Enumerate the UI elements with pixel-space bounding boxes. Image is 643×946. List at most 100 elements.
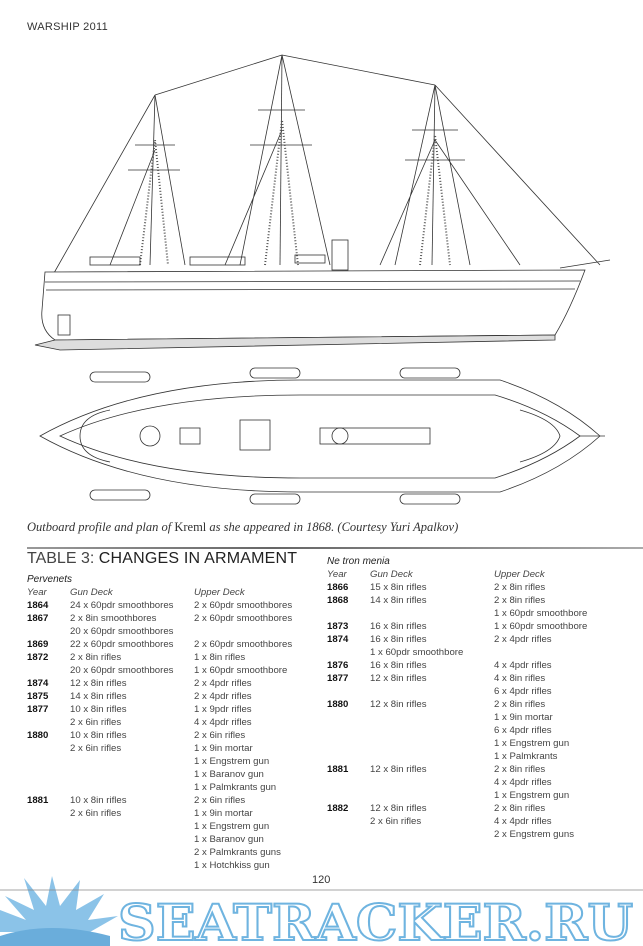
column-header: Upper Deck <box>494 569 545 580</box>
upper-deck-cell: 1 x 60pdr smoothbore <box>494 621 588 632</box>
gun-deck-cell: 15 x 8in rifles <box>370 582 427 593</box>
upper-deck-cell: 2 x 6in rifles <box>194 730 246 741</box>
sun-icon <box>0 876 118 946</box>
gun-deck-cell: 2 x 6in rifles <box>70 717 122 728</box>
gun-deck-cell: 16 x 8in rifles <box>370 621 427 632</box>
year-cell: 1881 <box>27 795 49 806</box>
year-cell: 1867 <box>27 613 49 624</box>
page-number: 120 <box>312 874 331 886</box>
upper-deck-cell: 4 x 4pdr rifles <box>494 777 552 788</box>
gun-deck-cell: 16 x 8in rifles <box>370 634 427 645</box>
gun-deck-cell: 24 x 60pdr smoothbores <box>70 600 174 611</box>
gun-deck-cell: 14 x 8in rifles <box>370 595 427 606</box>
upper-deck-cell: 2 x 60pdr smoothbores <box>194 639 293 650</box>
year-cell: 1866 <box>327 582 349 593</box>
upper-deck-cell: 2 x 4pdr rifles <box>194 691 252 702</box>
upper-deck-cell: 1 x Engstrem gun <box>494 790 570 801</box>
watermark-logo: SEATRACKER.RU <box>0 876 643 946</box>
gun-deck-cell: 2 x 6in rifles <box>70 808 122 819</box>
year-cell: 1872 <box>27 652 49 663</box>
year-cell: 1873 <box>327 621 349 632</box>
year-cell: 1874 <box>27 678 49 689</box>
year-cell: 1880 <box>27 730 49 741</box>
upper-deck-cell: 1 x Palmkrants gun <box>194 782 277 793</box>
divider <box>27 547 643 549</box>
gun-deck-cell: 22 x 60pdr smoothbores <box>70 639 174 650</box>
upper-deck-cell: 4 x 8in rifles <box>494 673 546 684</box>
upper-deck-cell: 2 x 4pdr rifles <box>494 634 552 645</box>
upper-deck-cell: 2 x 8in rifles <box>494 582 546 593</box>
upper-deck-cell: 6 x 4pdr rifles <box>494 686 552 697</box>
upper-deck-cell: 6 x 4pdr rifles <box>494 725 552 736</box>
gun-deck-cell: 16 x 8in rifles <box>370 660 427 671</box>
year-cell: 1874 <box>327 634 349 645</box>
column-header: Upper Deck <box>194 587 245 598</box>
year-cell: 1876 <box>327 660 349 671</box>
column-header: Year <box>327 569 347 580</box>
gun-deck-cell: 20 x 60pdr smoothbores <box>70 626 174 637</box>
upper-deck-cell: 1 x 60pdr smoothbore <box>494 608 588 619</box>
year-cell: 1864 <box>27 600 49 611</box>
upper-deck-cell: 2 x 8in rifles <box>494 699 546 710</box>
gun-deck-cell: 12 x 8in rifles <box>370 673 427 684</box>
gun-deck-cell: 10 x 8in rifles <box>70 730 127 741</box>
column-header: Year <box>27 587 47 598</box>
gun-deck-cell: 1 x 60pdr smoothbore <box>370 647 464 658</box>
gun-deck-cell: 10 x 8in rifles <box>70 704 127 715</box>
upper-deck-cell: 2 x Palmkrants guns <box>194 847 281 858</box>
running-header: WARSHIP 2011 <box>27 21 109 33</box>
ship-name-left: Pervenets <box>27 574 73 585</box>
upper-deck-cell: 1 x 9in mortar <box>494 712 553 723</box>
gun-deck-cell: 12 x 8in rifles <box>370 803 427 814</box>
upper-deck-cell: 1 x 9pdr rifles <box>194 704 252 715</box>
upper-deck-cell: 2 x Engstrem guns <box>494 829 574 840</box>
year-cell: 1875 <box>27 691 49 702</box>
gun-deck-cell: 2 x 6in rifles <box>70 743 122 754</box>
upper-deck-cell: 1 x Palmkrants <box>494 751 558 762</box>
gun-deck-cell: 20 x 60pdr smoothbores <box>70 665 174 676</box>
upper-deck-cell: 2 x 60pdr smoothbores <box>194 613 293 624</box>
upper-deck-cell: 2 x 60pdr smoothbores <box>194 600 293 611</box>
gun-deck-cell: 10 x 8in rifles <box>70 795 127 806</box>
upper-deck-cell: 1 x Engstrem gun <box>194 756 270 767</box>
deck-plan <box>39 367 605 505</box>
column-header: Gun Deck <box>70 587 113 598</box>
upper-deck-cell: 1 x 9in mortar <box>194 743 253 754</box>
gun-deck-cell: 2 x 8in smoothbores <box>70 613 157 624</box>
upper-deck-cell: 2 x 8in rifles <box>494 803 546 814</box>
ship-drawing <box>34 54 611 505</box>
year-cell: 1880 <box>327 699 349 710</box>
column-header: Gun Deck <box>370 569 413 580</box>
year-cell: 1877 <box>27 704 49 715</box>
year-cell: 1868 <box>327 595 349 606</box>
upper-deck-cell: 1 x Engstrem gun <box>494 738 570 749</box>
year-cell: 1869 <box>27 639 49 650</box>
gun-deck-cell: 12 x 8in rifles <box>370 699 427 710</box>
upper-deck-cell: 2 x 4pdr rifles <box>194 678 252 689</box>
upper-deck-cell: 1 x Baranov gun <box>194 834 264 845</box>
upper-deck-cell: 1 x Hotchkiss gun <box>194 860 270 871</box>
gun-deck-cell: 12 x 8in rifles <box>370 764 427 775</box>
watermark-text: SEATRACKER.RU <box>118 893 633 946</box>
upper-deck-cell: 2 x 8in rifles <box>494 595 546 606</box>
upper-deck-cell: 1 x 8in rifles <box>194 652 246 663</box>
table-title: TABLE 3: CHANGES IN ARMAMENT <box>27 550 298 567</box>
upper-deck-cell: 1 x 60pdr smoothbore <box>194 665 288 676</box>
gun-deck-cell: 2 x 6in rifles <box>370 816 422 827</box>
upper-deck-cell: 2 x 6in rifles <box>194 795 246 806</box>
upper-deck-cell: 2 x 8in rifles <box>494 764 546 775</box>
upper-deck-cell: 4 x 4pdr rifles <box>194 717 252 728</box>
upper-deck-cell: 1 x 9in mortar <box>194 808 253 819</box>
gun-deck-cell: 14 x 8in rifles <box>70 691 127 702</box>
outboard-profile <box>34 54 611 351</box>
upper-deck-cell: 4 x 4pdr rifles <box>494 816 552 827</box>
figure-caption: Outboard profile and plan of Kreml as sh… <box>27 520 459 534</box>
ship-name-right: Ne tron menia <box>327 556 390 567</box>
year-cell: 1881 <box>327 764 349 775</box>
year-cell: 1882 <box>327 803 349 814</box>
year-cell: 1877 <box>327 673 349 684</box>
gun-deck-cell: 12 x 8in rifles <box>70 678 127 689</box>
upper-deck-cell: 1 x Baranov gun <box>194 769 264 780</box>
upper-deck-cell: 4 x 4pdr rifles <box>494 660 552 671</box>
